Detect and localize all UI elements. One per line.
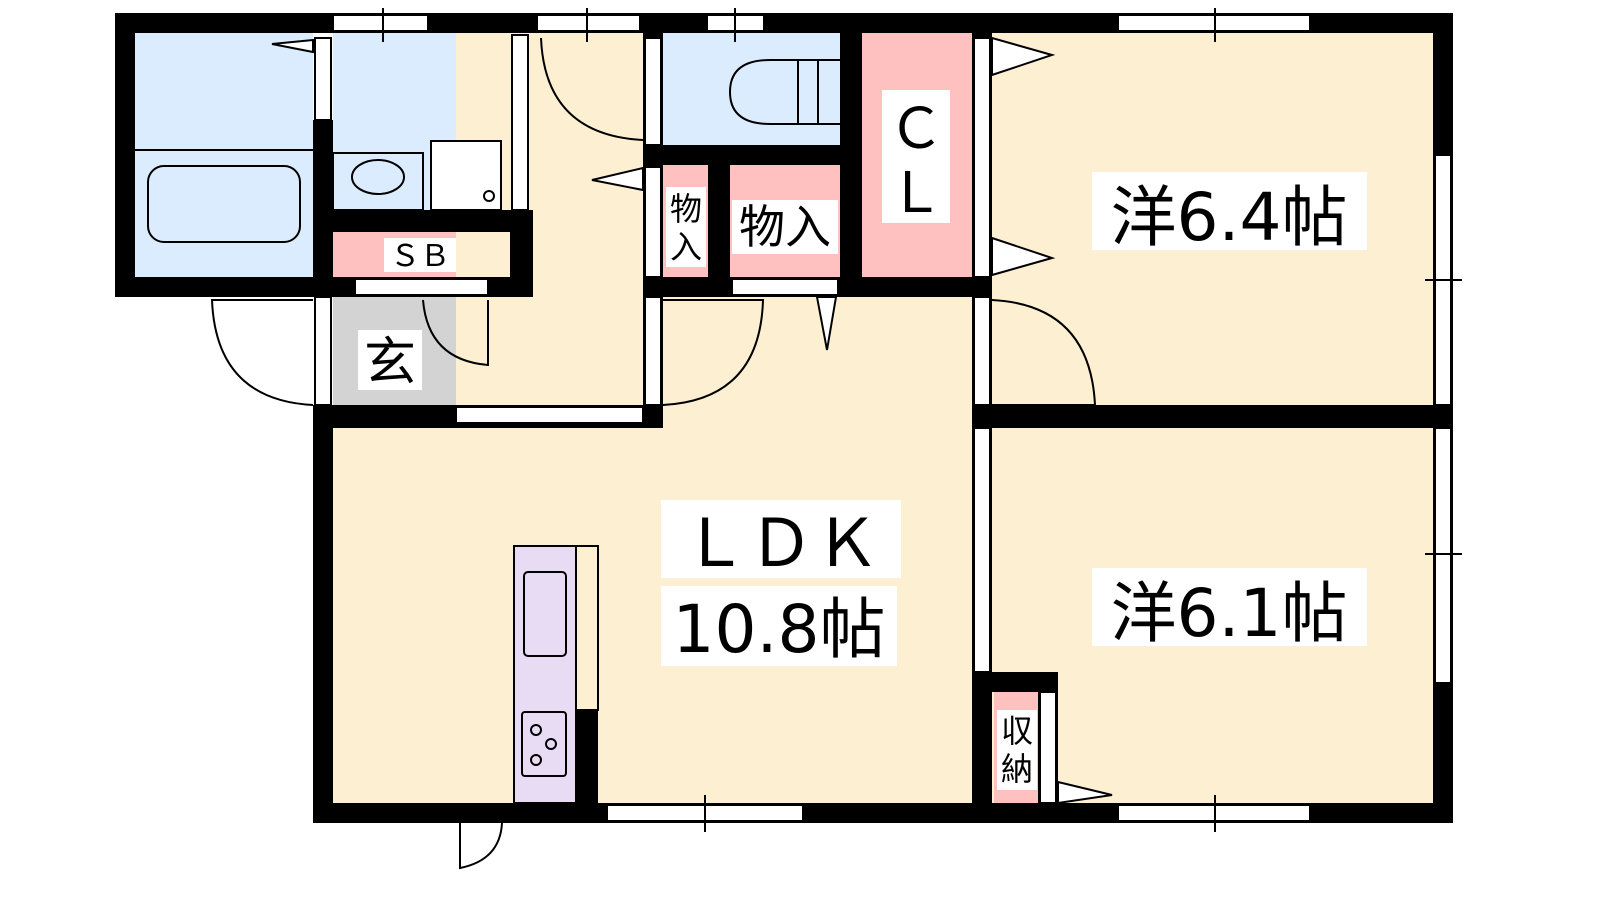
stove-icon [521, 711, 567, 777]
bathroom [135, 33, 313, 277]
toilet-icon [728, 59, 840, 125]
toilet [663, 33, 840, 145]
washer-drain-icon [483, 190, 495, 202]
ldk-size: 10.8帖 [673, 591, 886, 668]
windows [314, 8, 1462, 832]
ldk-floor-upper [663, 297, 972, 428]
closet-label-c: Ｃ [888, 97, 944, 162]
ldk-label: ＬＤＫ [682, 505, 880, 582]
doors [210, 36, 1113, 870]
sink-icon [351, 159, 405, 195]
bedroom2-label: 洋6.1帖 [1111, 575, 1348, 652]
storage-small-label-2: 入 [670, 228, 702, 266]
storage-bedroom2-label-2: 納 [1001, 750, 1033, 788]
entrance-label: 玄 [364, 333, 416, 393]
storage-small-label-1: 物 [670, 190, 702, 228]
storage-bedroom2-label-1: 収 [1001, 712, 1033, 750]
closet-label-l: Ｌ [888, 161, 944, 226]
kitchen-sink-icon [523, 571, 567, 657]
storage-label: 物入 [739, 200, 831, 254]
bathtub [147, 165, 301, 243]
shoe-box-label: ＳＢ [390, 239, 450, 274]
bedroom1-label: 洋6.4帖 [1111, 179, 1348, 256]
